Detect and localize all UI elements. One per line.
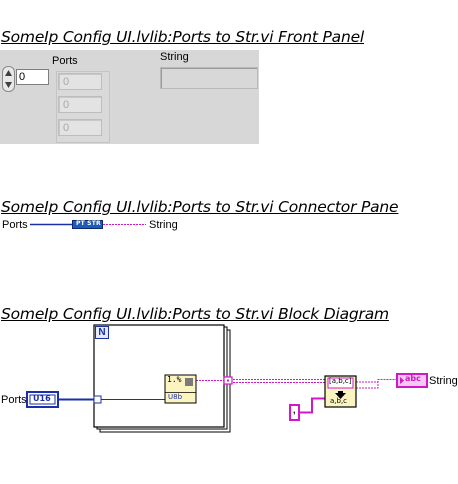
format-node-type: U8b xyxy=(168,393,183,401)
ports-terminal-type: U16 xyxy=(33,394,51,403)
connector-output-label: String xyxy=(149,219,178,231)
ports-element-1[interactable]: 0 xyxy=(58,96,102,113)
input-tunnel xyxy=(93,395,102,404)
output-tunnel-inner xyxy=(227,379,229,382)
down-arrow-icon xyxy=(335,391,346,399)
ports-element-2[interactable]: 0 xyxy=(58,119,102,136)
string-terminal-type: abc xyxy=(405,374,421,383)
separator-constant xyxy=(289,404,300,421)
index-spinner[interactable] xyxy=(2,66,15,92)
format-node-text: 1.% xyxy=(167,375,182,384)
decrement-arrow-icon xyxy=(5,82,12,88)
array-to-string-top-text: [a,b,c] xyxy=(329,377,352,385)
string-terminal xyxy=(396,373,428,388)
format-node-glyph xyxy=(185,378,193,386)
for-loop xyxy=(93,324,225,428)
separator-constant-text[interactable]: , xyxy=(293,405,296,415)
ports-element-0[interactable]: 0 xyxy=(58,73,102,90)
block-diagram-heading: SomeIp Config UI.lvlib:Ports to Str.vi B… xyxy=(1,305,389,323)
increment-arrow-icon xyxy=(5,70,12,76)
bd-string-label: String xyxy=(429,375,458,387)
index-input[interactable]: 0 xyxy=(16,69,49,85)
front-panel-heading: SomeIp Config UI.lvlib:Ports to Str.vi F… xyxy=(1,28,365,46)
vi-icon: PT STR xyxy=(72,220,103,229)
separator-wire xyxy=(299,397,325,414)
string-label: String xyxy=(160,51,189,63)
front-panel: 0 Ports 0 0 0 String xyxy=(0,50,259,144)
string-indicator xyxy=(160,67,258,89)
string-terminal-arrow-icon xyxy=(400,377,404,384)
connector-input-label: Ports xyxy=(2,219,28,231)
array-to-string-bottom-text: a,b,c xyxy=(330,397,348,405)
vi-icon-text: PT STR xyxy=(76,220,101,227)
connector-pane-heading: SomeIp Config UI.lvlib:Ports to Str.vi C… xyxy=(1,198,399,216)
bd-ports-label: Ports xyxy=(1,394,27,406)
loop-count-terminal: N xyxy=(95,326,109,339)
output-string-wire xyxy=(356,379,397,389)
ports-label: Ports xyxy=(52,55,78,67)
